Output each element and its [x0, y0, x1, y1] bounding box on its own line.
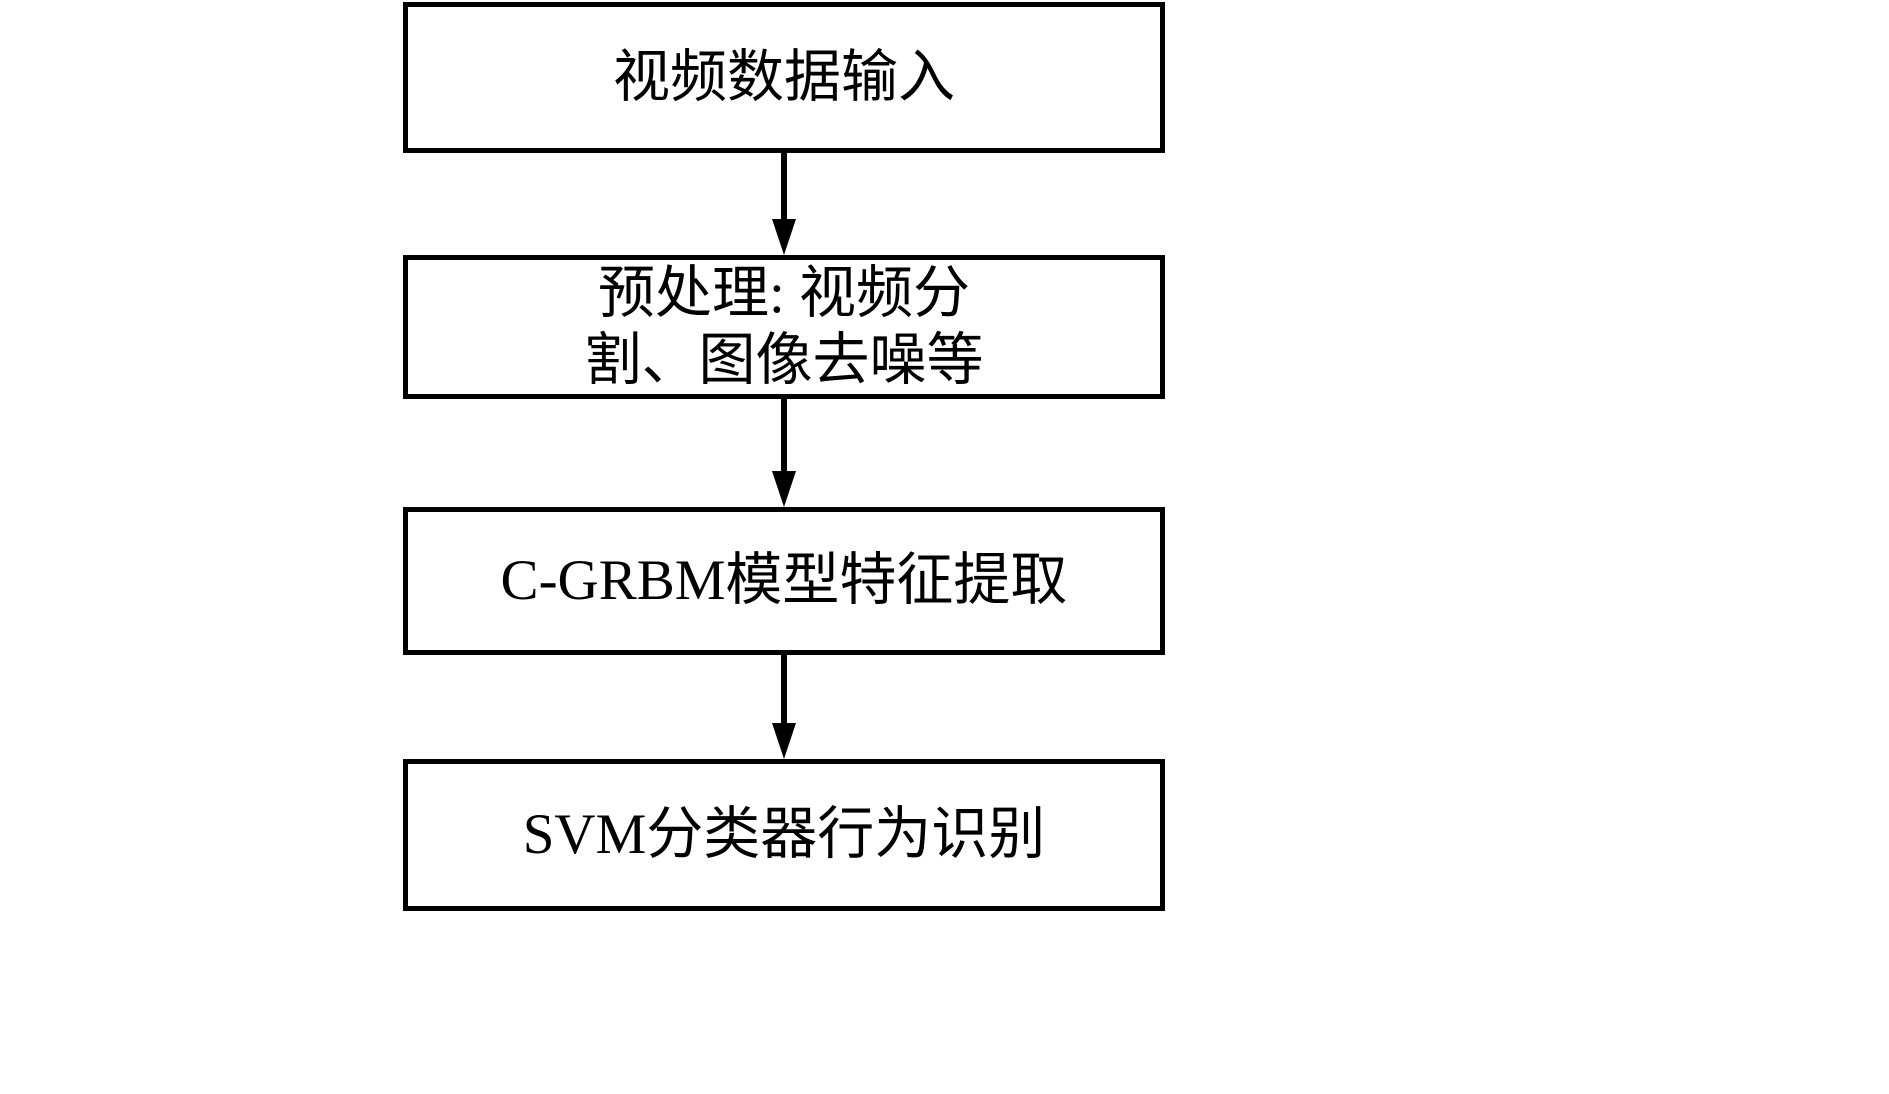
- arrow-shaft: [781, 655, 787, 723]
- flowchart-node-label: 视频数据输入: [613, 45, 955, 109]
- flowchart-node-video-data-input[interactable]: 视频数据输入: [403, 2, 1165, 153]
- flowchart-node-label: SVM分类器行为识别: [522, 803, 1046, 867]
- arrow-shaft: [781, 399, 787, 471]
- flowchart-node-preprocessing[interactable]: 预处理: 视频分 割、图像去噪等: [403, 255, 1165, 399]
- flowchart-arrow-down-2: [772, 399, 796, 507]
- flowchart-node-label: C-GRBM模型特征提取: [500, 549, 1068, 613]
- flowchart-node-svm-action-recognition[interactable]: SVM分类器行为识别: [403, 759, 1165, 911]
- flowchart-node-label: 预处理: 视频分 割、图像去噪等: [584, 261, 984, 392]
- arrow-head-icon: [772, 219, 796, 255]
- arrow-head-icon: [772, 723, 796, 759]
- flowchart-arrow-down-3: [772, 655, 796, 759]
- arrow-head-icon: [772, 471, 796, 507]
- arrow-shaft: [781, 153, 787, 219]
- flowchart-arrow-down-1: [772, 153, 796, 255]
- flowchart-node-cgrbm-feature-extraction[interactable]: C-GRBM模型特征提取: [403, 507, 1165, 655]
